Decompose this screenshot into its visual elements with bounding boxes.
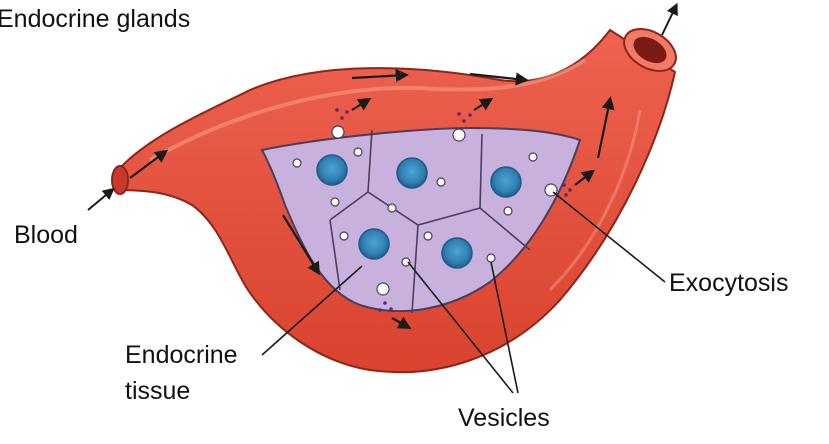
- blood-label: Blood: [14, 220, 78, 250]
- endocrine-tissue-label-line2: tissue: [125, 376, 190, 406]
- blood-out-arrow: [662, 6, 676, 35]
- vesicles-label: Vesicles: [458, 403, 550, 433]
- endocrine-tissue-label-line1: Endocrine: [125, 340, 238, 370]
- title-label: Endocrine glands: [0, 4, 190, 34]
- blood-in-arrow: [88, 190, 112, 210]
- vessel-inlet: [112, 166, 128, 194]
- exocytosis-label: Exocytosis: [669, 268, 788, 298]
